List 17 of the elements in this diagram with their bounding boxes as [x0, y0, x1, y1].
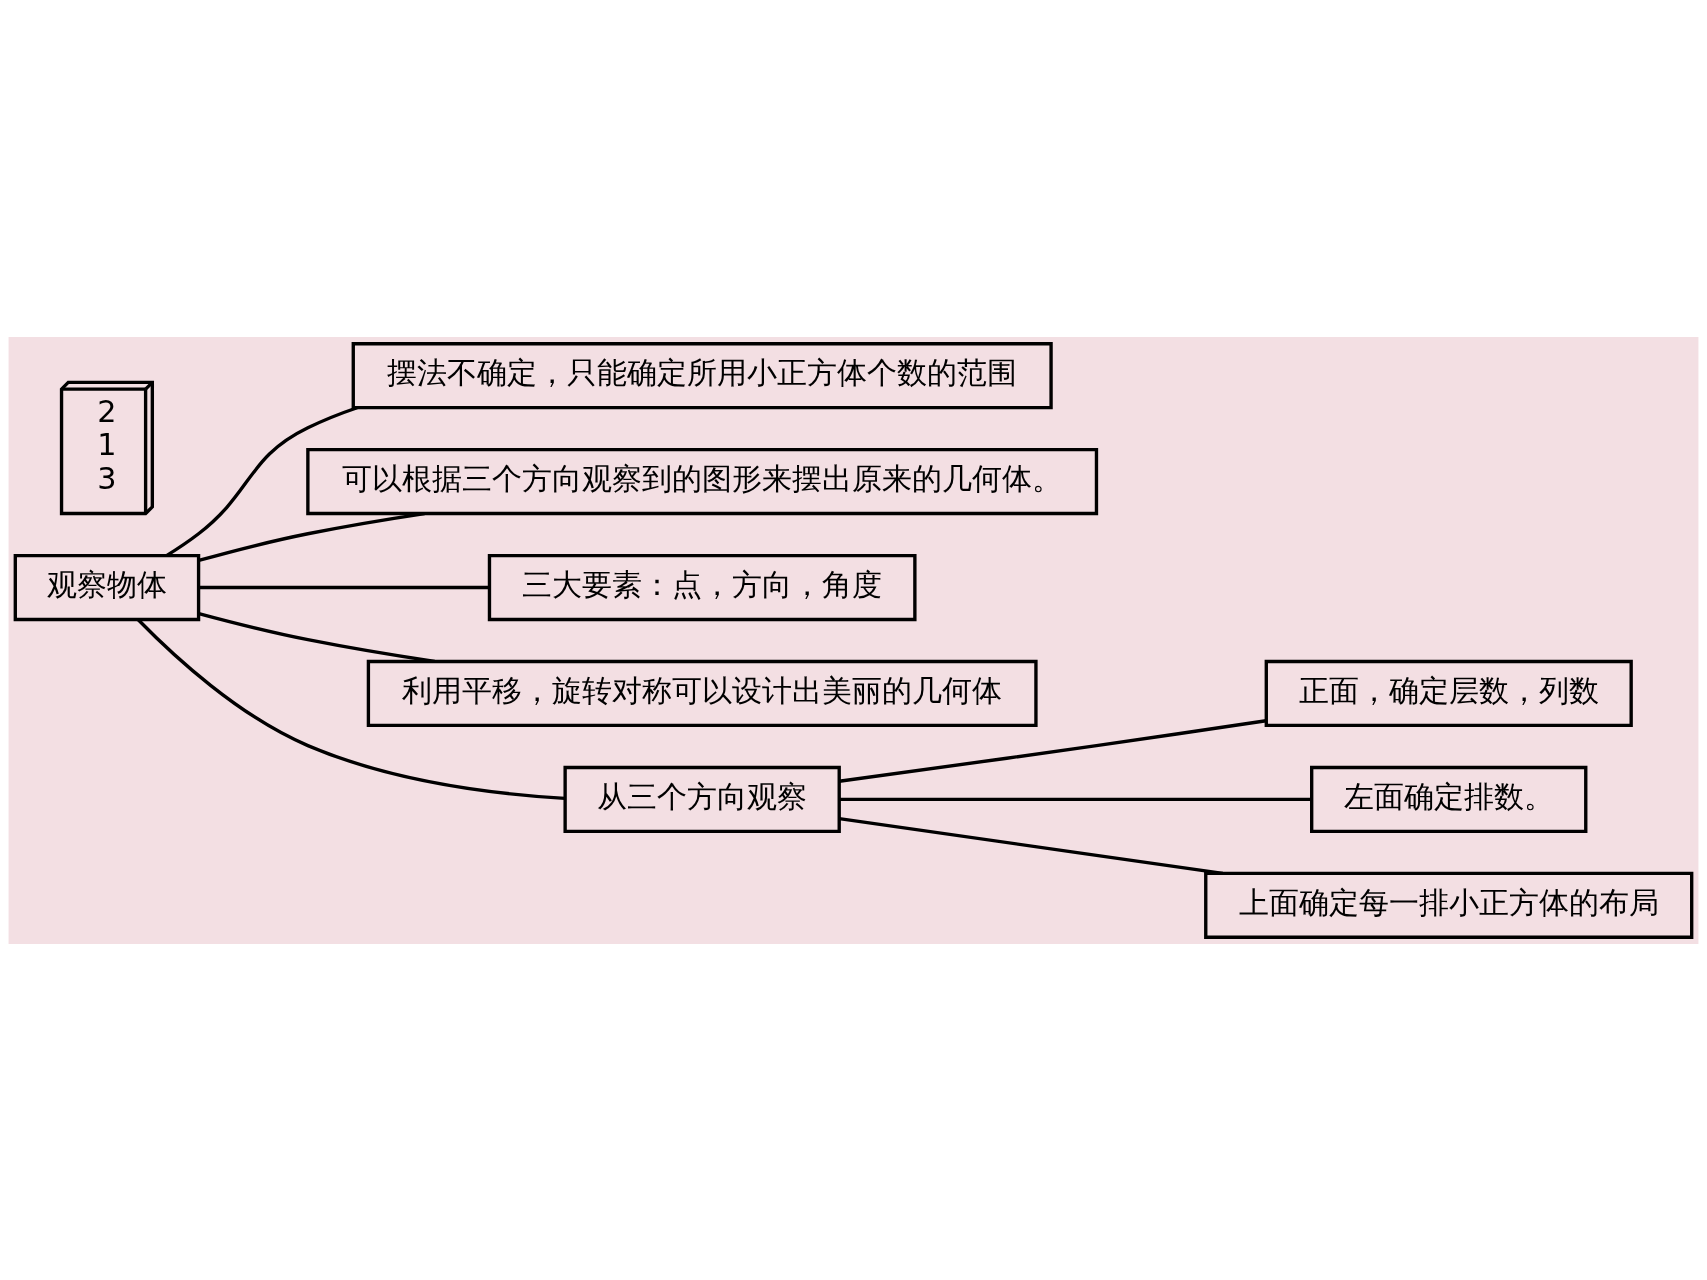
- node-box: 正面，确定层数，列数: [1264, 659, 1633, 727]
- connector: [198, 611, 435, 663]
- connector: [839, 797, 1312, 801]
- node-box: 利用平移，旋转对称可以设计出美丽的几何体: [366, 659, 1038, 727]
- connector: [199, 585, 489, 589]
- node-box: 左面确定排数。: [1310, 765, 1588, 833]
- node-box: 摆法不确定，只能确定所用小正方体个数的范围: [351, 341, 1053, 409]
- connector: [137, 618, 566, 800]
- connector: [839, 718, 1267, 783]
- node-box: 观察物体: [13, 553, 201, 621]
- connector: [839, 816, 1224, 875]
- node-box: 从三个方向观察: [563, 765, 841, 833]
- node-box: 三大要素：点，方向，角度: [487, 553, 917, 621]
- node-box: 上面确定每一排小正方体的布局: [1204, 871, 1694, 939]
- node-box: 可以根据三个方向观察到的图形来摆出原来的几何体。: [306, 447, 1099, 515]
- connector: [165, 405, 358, 557]
- connector: [198, 511, 425, 562]
